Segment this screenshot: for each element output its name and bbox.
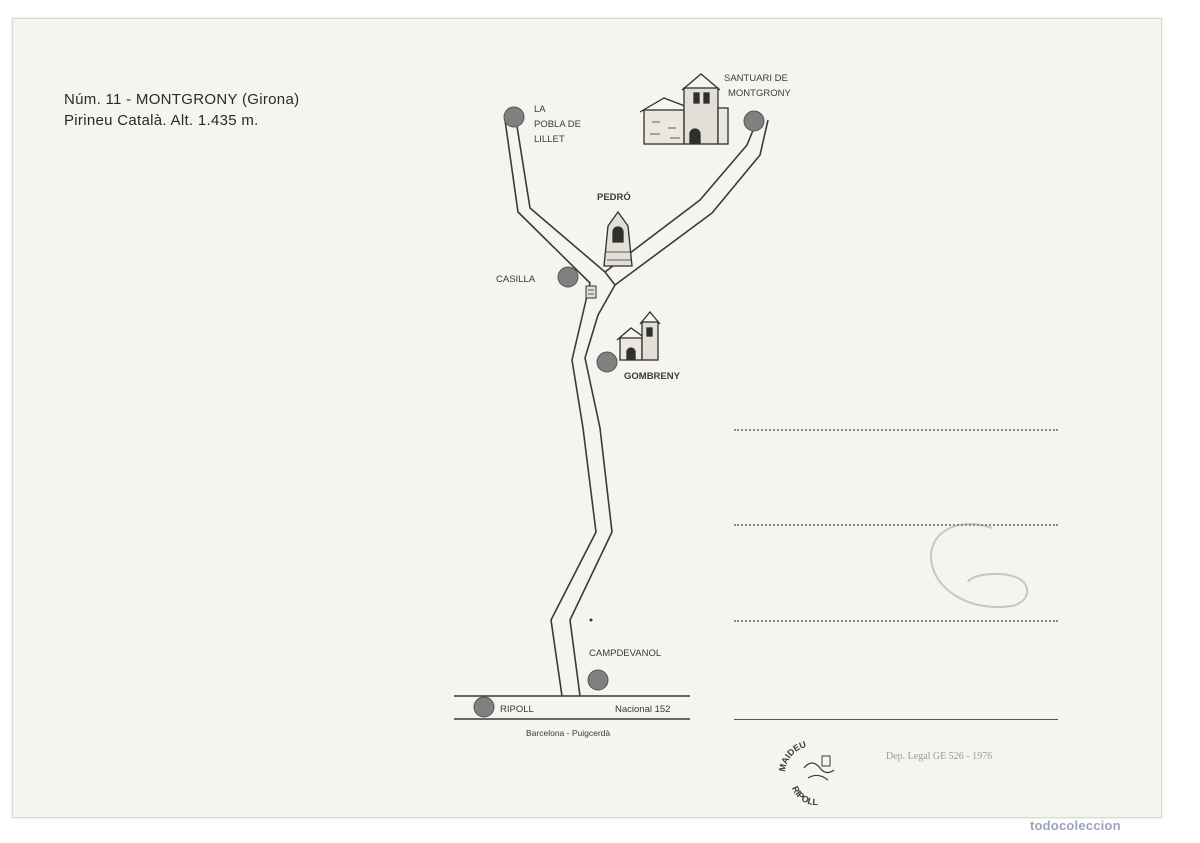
address-line-2 [734,524,1058,526]
label-la-pobla-3: LILLET [534,134,565,145]
label-casilla: CASILLA [496,274,536,285]
logo-text-bottom: RIPOLL [790,784,819,807]
label-santuari-2: MONTGRONY [728,88,791,99]
postcard [12,18,1162,818]
svg-text:MAIDEU: MAIDEU [777,739,807,772]
legal-deposit: Dep. Legal GE 526 - 1976 [886,751,993,762]
town-dot-ripoll [473,696,495,718]
label-road-route: Barcelona - Puigcerdà [526,728,610,738]
gombreny-church-icon [616,310,661,361]
label-pedro: PEDRÓ [597,191,631,203]
logo-text-top: MAIDEU [777,739,807,772]
town-dot-casilla [557,266,579,288]
card-subtitle: Pirineu Català. Alt. 1.435 m. [64,112,259,129]
pedro-shrine-icon [603,210,633,267]
label-la-pobla-1: LA [534,104,546,115]
pencil-mark [929,523,1028,609]
label-road-number: Nacional 152 [615,704,670,715]
town-dot-gombreny [596,351,618,373]
label-gombreny: GOMBRENY [624,371,681,382]
label-santuari-1: SANTUARI DE [724,73,788,84]
svg-text:RIPOLL: RIPOLL [790,784,819,807]
town-dot-campdevanol [587,669,609,691]
sanctuary-church-icon [639,73,729,145]
label-ripoll: RIPOLL [500,704,534,715]
address-line-3 [734,620,1058,622]
publisher-logo: MAIDEU RIPOLL [777,739,835,807]
town-dot-santuari [743,110,765,132]
card-title: Núm. 11 - MONTGRONY (Girona) [64,91,300,108]
watermark: todocoleccion [1030,818,1121,833]
address-line-1 [734,429,1058,431]
town-dot-la-pobla [503,106,525,128]
casilla-building-icon [585,285,597,299]
address-line-4 [734,719,1058,720]
road-network [454,117,769,720]
label-la-pobla-2: POBLA DE [534,119,581,130]
label-campdevanol: CAMPDEVANOL [589,648,661,659]
